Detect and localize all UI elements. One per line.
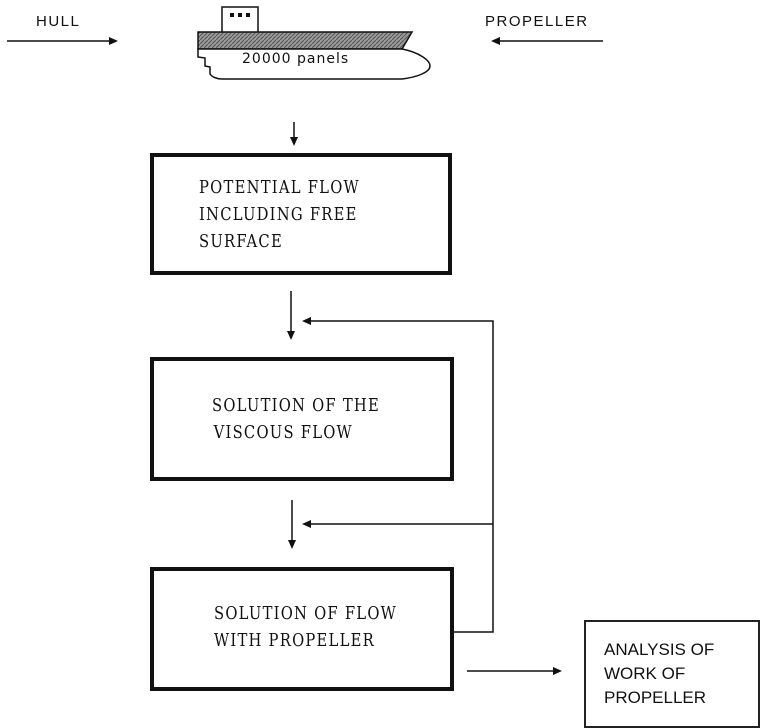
feedback-loop bbox=[302, 317, 494, 633]
propeller-flow-text: SOLUTION OF FLOW WITH PROPELLER bbox=[214, 600, 397, 654]
propeller-label: PROPELLER bbox=[485, 13, 589, 30]
potential-flow-text: POTENTIAL FLOW INCLUDING FREE SURFACE bbox=[199, 174, 360, 255]
hull-arrow bbox=[7, 37, 118, 45]
propeller-arrow bbox=[491, 37, 603, 45]
potential-flow-box: POTENTIAL FLOW INCLUDING FREE SURFACE bbox=[150, 153, 452, 275]
viscous-flow-box: SOLUTION OF THE VISCOUS FLOW bbox=[150, 357, 454, 481]
analysis-line: PROPELLER bbox=[604, 688, 707, 707]
propeller-flow-line: SOLUTION OF FLOW bbox=[214, 603, 398, 624]
potential-flow-line: SURFACE bbox=[199, 230, 283, 252]
propeller-flow-line: WITH PROPELLER bbox=[214, 630, 375, 651]
ship-hull bbox=[197, 48, 431, 80]
analysis-line: WORK OF bbox=[604, 664, 686, 683]
ship-panel-count: 20000 panels bbox=[242, 51, 350, 67]
analysis-text: ANALYSIS OF WORK OF PROPELLER bbox=[604, 638, 714, 710]
arrow-potential-to-viscous bbox=[287, 291, 295, 340]
analysis-box: ANALYSIS OF WORK OF PROPELLER bbox=[584, 620, 760, 728]
ship-deck bbox=[197, 31, 414, 50]
arrow-to-analysis bbox=[467, 667, 562, 675]
viscous-flow-line: VISCOUS FLOW bbox=[213, 422, 353, 443]
ship-superstructure bbox=[221, 6, 259, 34]
analysis-line: ANALYSIS OF bbox=[604, 640, 715, 659]
arrow-ship-to-potential-flow bbox=[290, 122, 298, 146]
propeller-flow-box: SOLUTION OF FLOW WITH PROPELLER bbox=[150, 567, 454, 691]
viscous-flow-line: SOLUTION OF THE bbox=[212, 395, 381, 416]
potential-flow-line: INCLUDING FREE bbox=[199, 203, 358, 225]
hull-label: HULL bbox=[36, 13, 81, 30]
viscous-flow-text: SOLUTION OF THE VISCOUS FLOW bbox=[212, 392, 380, 446]
potential-flow-line: POTENTIAL FLOW bbox=[199, 176, 360, 198]
arrow-viscous-to-propeller bbox=[288, 500, 296, 549]
ship-drawing bbox=[197, 6, 431, 80]
